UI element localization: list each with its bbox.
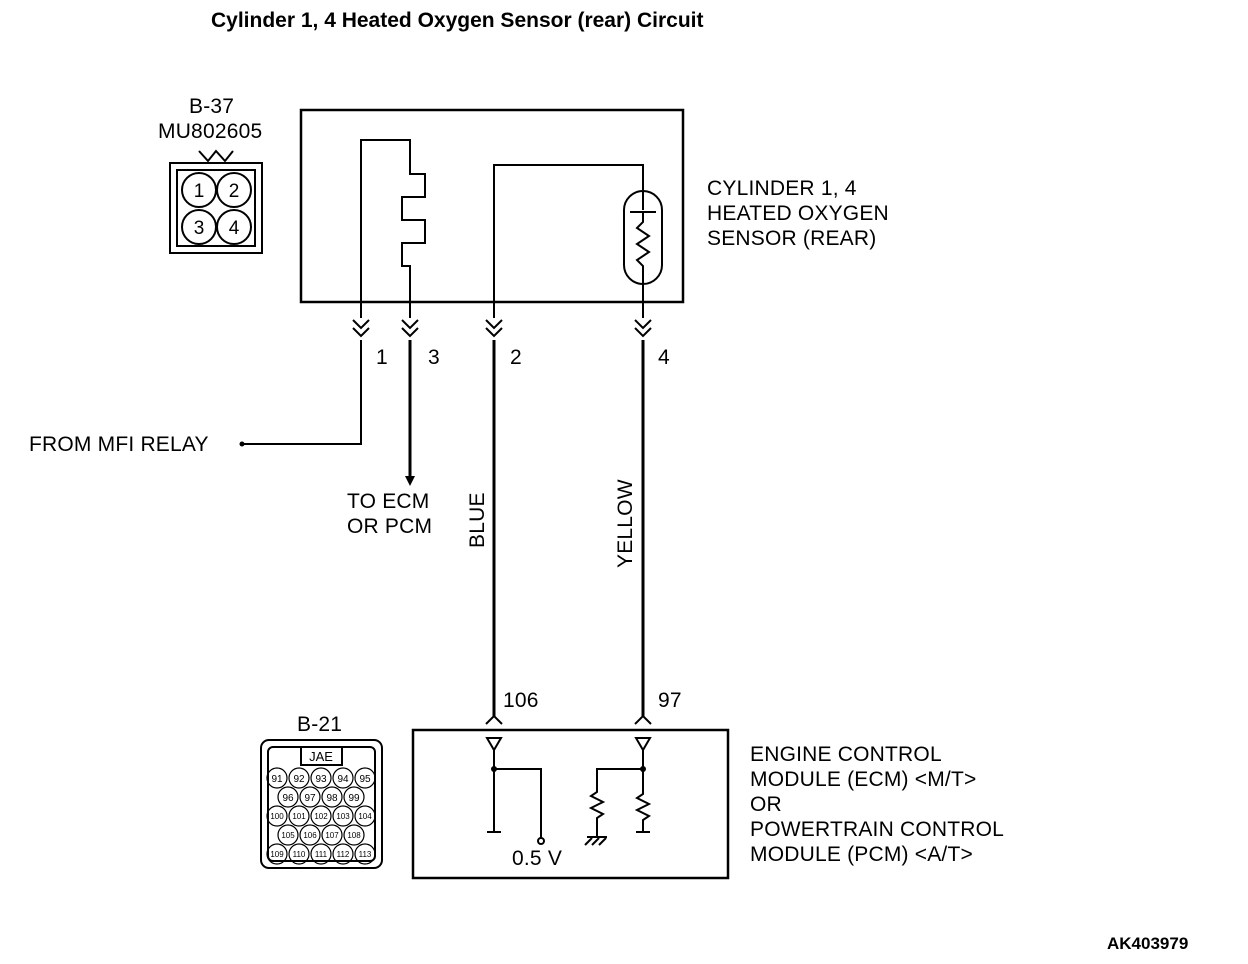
b21-pin: 99 [348,793,360,804]
ecm-pin-106-label: 106 [503,689,539,712]
sensor-pin-3-label: 3 [428,346,440,369]
ecm-junction-97 [640,766,646,772]
b21-maker: JAE [309,749,333,764]
diagram-title: Cylinder 1, 4 Heated Oxygen Sensor (rear… [211,9,704,32]
b21-pin: 103 [336,812,350,821]
ecm-label-line-1: ENGINE CONTROL [750,743,942,766]
ecm-junction-106 [491,766,497,772]
to-ecm-label-line-1: TO ECM [347,490,430,513]
b21-pin: 102 [314,812,328,821]
ecm-pin-97-chevron [634,714,652,725]
connector-b21-name: B-21 [297,713,343,736]
b21-pin: 98 [326,793,338,804]
ecm-label-line-5: MODULE (PCM) <A/T> [750,843,973,866]
sensor-connector-chevrons [352,319,652,338]
connector-b37-part-number: MU802605 [158,120,263,143]
b21-pin: 93 [315,774,327,785]
ecm-label-line-3: OR [750,793,782,816]
b21-pin: 92 [293,774,305,785]
b37-pin-3: 3 [194,218,205,239]
ecm-housing [411,728,730,880]
sensor-pin-2-label: 2 [510,346,522,369]
b21-pin: 91 [271,774,283,785]
b21-pin: 104 [358,812,372,821]
b21-pin: 96 [282,793,294,804]
b21-pin: 111 [315,850,328,859]
ecm-internal-circuit [485,737,652,846]
reference-voltage-label: 0.5 V [512,847,563,870]
b37-pin-2: 2 [229,181,240,202]
b21-pin: 107 [325,831,339,840]
connector-b37-symbol [169,149,263,254]
wire-pin-1-mfi-relay [242,340,362,445]
sensor-pin-4-label: 4 [658,346,670,369]
oxygen-sensing-element [493,164,663,318]
b21-pin: 95 [359,774,371,785]
b21-pin: 105 [281,831,295,840]
b21-pin: 100 [270,812,284,821]
b21-pin: 94 [337,774,349,785]
connector-b21-symbol [260,739,383,869]
ecm-pin-106-chevron [485,714,503,725]
sensor-pin-1-label: 1 [376,346,388,369]
ecm-pin-97-label: 97 [658,689,682,712]
sensor-label-line-2: HEATED OXYGEN [707,202,889,225]
ecm-label-line-4: POWERTRAIN CONTROL [750,818,1005,841]
b21-pin: 106 [303,831,317,840]
heater-element [360,139,426,318]
b37-pin-1: 1 [194,181,205,202]
b21-pin: 97 [304,793,316,804]
ecm-label-line-2: MODULE (ECM) <M/T> [750,768,977,791]
b21-pin: 110 [293,850,306,859]
b21-pin: 108 [347,831,361,840]
b21-pin: 112 [337,850,350,859]
b21-pin: 101 [292,812,306,821]
to-ecm-label-line-2: OR PCM [347,515,433,538]
to-ecm-arrow [405,476,415,486]
sensor-housing [299,108,685,304]
from-mfi-relay-label: FROM MFI RELAY [29,433,209,456]
sensor-label-line-1: CYLINDER 1, 4 [707,177,857,200]
figure-code: AK403979 [1107,934,1189,953]
sensor-label-line-3: SENSOR (REAR) [707,227,877,250]
b21-pin: 113 [359,850,372,859]
b21-pin: 109 [270,850,284,859]
mfi-relay-terminal [239,441,245,447]
connector-b37-name: B-37 [189,95,235,118]
b37-pin-4: 4 [229,218,240,239]
b21-pin-grid [266,767,376,865]
